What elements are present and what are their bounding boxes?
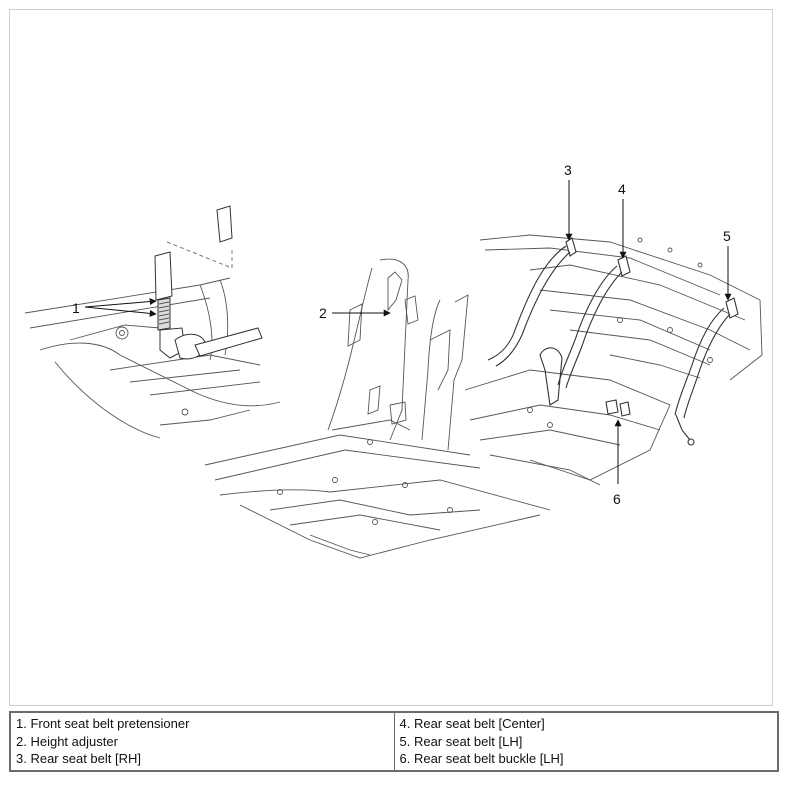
legend-column-right: 4. Rear seat belt [Center] 5. Rear seat …: [393, 711, 779, 771]
legend-item-2: 2. Height adjuster: [16, 733, 118, 749]
legend-row: 1. Front seat belt pretensioner 2. Heigh…: [9, 711, 779, 771]
legend-table: 1. Front seat belt pretensioner 2. Heigh…: [9, 711, 779, 772]
rear-seat-belts: [487, 237, 739, 446]
legend-item-3: 3. Rear seat belt [RH]: [16, 751, 141, 766]
callout-5: 5: [723, 228, 731, 244]
callout-6: 6: [613, 491, 621, 507]
diagram-panel: 1 2 3 4 5 6: [9, 9, 773, 706]
callout-3: 3: [564, 162, 572, 178]
legend-item-4: 4. Rear seat belt [Center]: [399, 716, 545, 731]
b-pillar-drawing: [204, 258, 551, 559]
seat-belt-diagram: 1 2 3 4 5 6: [24, 162, 763, 559]
legend-item-6: 6. Rear seat belt buckle [LH]: [399, 751, 564, 766]
callout-1: 1: [72, 300, 80, 316]
legend-item-1: 1. Front seat belt pretensioner: [16, 716, 190, 731]
rear-floor-drawing: [464, 234, 763, 486]
pretensioner-unit: [154, 205, 263, 360]
legend-column-left: 1. Front seat belt pretensioner 2. Heigh…: [9, 711, 395, 771]
callout-leaders: [84, 180, 732, 484]
callout-4: 4: [618, 181, 626, 197]
legend-item-5: 5. Rear seat belt [LH]: [399, 733, 523, 749]
callout-2: 2: [319, 305, 327, 321]
front-floor-drawing: [24, 277, 281, 439]
